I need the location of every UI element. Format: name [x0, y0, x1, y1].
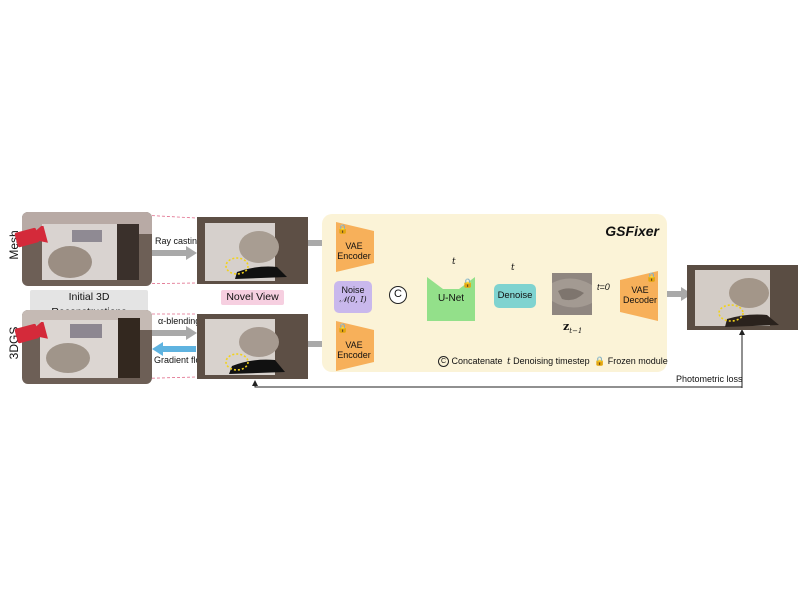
concat-node: C [389, 286, 407, 304]
unet-block [427, 277, 475, 321]
unet-label: U-Net [437, 293, 465, 304]
latent-image [552, 273, 592, 315]
lock-icon: 🔒 [337, 323, 349, 333]
novel-view-3dgs-image [197, 314, 308, 379]
denoise-label: Denoise [497, 290, 533, 301]
legend-frozen: 🔒 Frozen module [594, 356, 668, 366]
unet-timestep: t [452, 257, 456, 267]
panel-title: GSFixer [605, 223, 659, 239]
novel-view-label: Novel View [221, 290, 284, 305]
mesh-reconstruction-image [22, 212, 152, 286]
gradient-flow-label: Gradient flow [154, 355, 208, 365]
concat-icon: C [438, 356, 449, 368]
camera-icon [14, 322, 48, 344]
denoise-timestep: t [511, 263, 515, 273]
alpha-blending-label: α-blending [158, 316, 201, 326]
latent-label: zt−1 [563, 320, 583, 336]
vae-encoder-top [336, 222, 374, 272]
noise-label: Noise 𝒩(0, I) [339, 285, 367, 304]
output-image [687, 265, 798, 330]
legend-timestep: t Denoising timestep [507, 356, 590, 367]
lock-icon: 🔒 [337, 224, 349, 234]
vae-decoder [620, 271, 658, 321]
lock-icon: 🔒 [594, 356, 606, 366]
noise-box [334, 281, 372, 313]
ray-casting-label: Ray casting [155, 236, 203, 246]
novel-view-mesh-image [197, 217, 308, 284]
camera-icon [14, 226, 48, 248]
lock-icon: 🔒 [462, 278, 474, 288]
3dgs-reconstruction-image [22, 310, 152, 384]
vae-encoder-bottom [336, 321, 374, 371]
lock-icon: 🔒 [646, 272, 658, 282]
photometric-loss-label: Photometric loss [676, 374, 743, 384]
t-zero-label: t=0 [597, 282, 610, 292]
denoise-block [494, 284, 536, 308]
legend-concatenate: C Concatenate [438, 356, 503, 368]
